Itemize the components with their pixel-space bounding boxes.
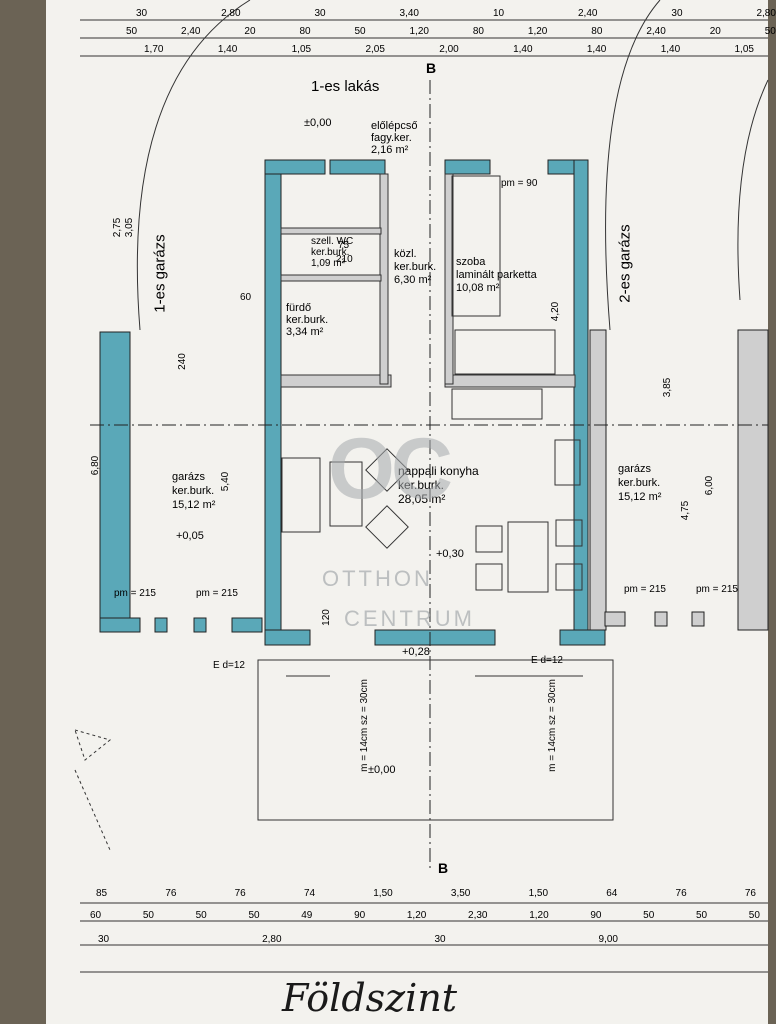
door-note: pm = 215 (624, 584, 666, 595)
elevation-mark: ±0,00 (368, 764, 396, 776)
drawing-sheet: 1-es lakás B B előlépcső fagy.ker. 2,16 … (46, 0, 776, 1024)
floor-plan (74, 0, 769, 973)
side-label-right: 2-es garázs (616, 224, 634, 303)
interior-dim: 120 (320, 609, 332, 626)
interior-dim: 5,40 (220, 471, 232, 492)
interior-dim: 75 (338, 240, 350, 251)
watermark-logo: OC (328, 421, 453, 517)
interior-dim: 60 (240, 292, 252, 303)
door-note: pm = 215 (696, 584, 738, 595)
interior-dim: 3,85 (662, 377, 674, 398)
elevation-mark: +0,05 (176, 530, 204, 542)
guide-arc (136, 0, 251, 331)
page-title: Földszint (282, 976, 458, 1020)
stair-note: m = 14cm sz = 30cm (358, 679, 370, 772)
room-garazs-left: garázs ker.burk. 15,12 m² (172, 471, 216, 511)
elevation-mark: +0,28 (402, 646, 430, 658)
interior-dim: 2,75 (112, 217, 124, 238)
interior-dim: 4,75 (680, 500, 692, 521)
room-nappali: nappali konyha ker.burk. 28,05 m² (398, 464, 479, 506)
interior-dim: 210 (336, 254, 353, 265)
elevation-mark: ±0,00 (304, 117, 332, 129)
guide-arc (737, 79, 769, 301)
sketch-mark (74, 769, 111, 851)
door-note: E d=12 (531, 655, 563, 666)
left-garage (99, 331, 263, 633)
watermark-line1: OTTHON (322, 566, 433, 591)
bottom-dimension-lines (80, 902, 768, 973)
room-szoba: szoba laminált parketta 10,08 m² (456, 256, 537, 294)
interior-dim: 3,05 (124, 217, 136, 238)
top-dimension-lines (80, 19, 768, 57)
section-marker-top: B (426, 60, 437, 76)
stair-note: m = 14cm sz = 30cm (546, 679, 558, 772)
room-kozl: közl. ker.burk. 6,30 m² (394, 248, 437, 286)
room-elolepcso: előlépcső fagy.ker. 2,16 m² (371, 120, 418, 156)
interior-dim: 6,00 (704, 475, 716, 496)
stairs (257, 659, 614, 821)
sketch-mark (74, 729, 112, 761)
room-furdo: fürdő ker.burk. 3,34 m² (286, 302, 329, 338)
side-label-left: 1-es garázs (151, 234, 169, 313)
interior-dim: 240 (176, 353, 188, 370)
door-note: pm = 215 (196, 588, 238, 599)
room-garazs-right: garázs ker.burk. 15,12 m² (618, 463, 662, 503)
watermark-line2: CENTRUM (344, 606, 475, 631)
door-note: pm = 90 (501, 178, 538, 189)
room-wc: szell. WC ker.burk. 1,09 m² (311, 236, 354, 269)
section-marker-bottom: B (438, 860, 449, 876)
right-garage (589, 329, 769, 631)
interior-dim: 4,20 (550, 301, 562, 322)
partitions (280, 173, 576, 388)
labels-layer: 1-es lakás B B előlépcső fagy.ker. 2,16 … (46, 0, 776, 1024)
door-note: E d=12 (213, 660, 245, 671)
door-note: pm = 215 (114, 588, 156, 599)
house-walls (264, 159, 606, 646)
guide-arc (605, 0, 661, 331)
unit-label: 1-es lakás (311, 78, 380, 95)
interior-dim: 6,80 (90, 455, 102, 476)
elevation-mark: +0,30 (436, 548, 464, 560)
furniture (281, 175, 583, 593)
